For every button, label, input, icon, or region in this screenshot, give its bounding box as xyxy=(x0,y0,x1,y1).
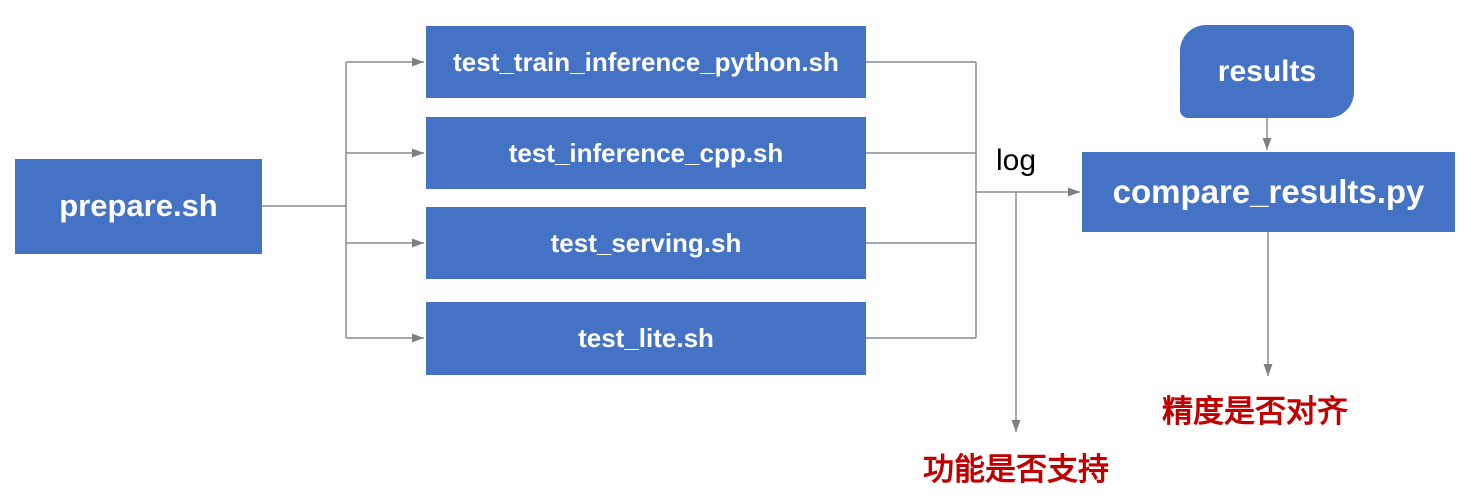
node-test-lite-sh: test_lite.sh xyxy=(426,302,866,375)
annotation-accuracy-check: 精度是否对齐 xyxy=(1162,394,1348,429)
annotation-feature-check: 功能是否支持 xyxy=(923,452,1109,487)
node-prepare-sh: prepare.sh xyxy=(15,159,262,254)
node-compare-results-py: compare_results.py xyxy=(1082,152,1455,232)
node-test-serving-sh: test_serving.sh xyxy=(426,207,866,279)
node-results: results xyxy=(1180,25,1354,118)
node-test-inference-cpp-sh: test_inference_cpp.sh xyxy=(426,117,866,189)
edge-label-log: log xyxy=(995,144,1037,177)
node-test-train-inference-python-sh: test_train_inference_python.sh xyxy=(426,26,866,98)
